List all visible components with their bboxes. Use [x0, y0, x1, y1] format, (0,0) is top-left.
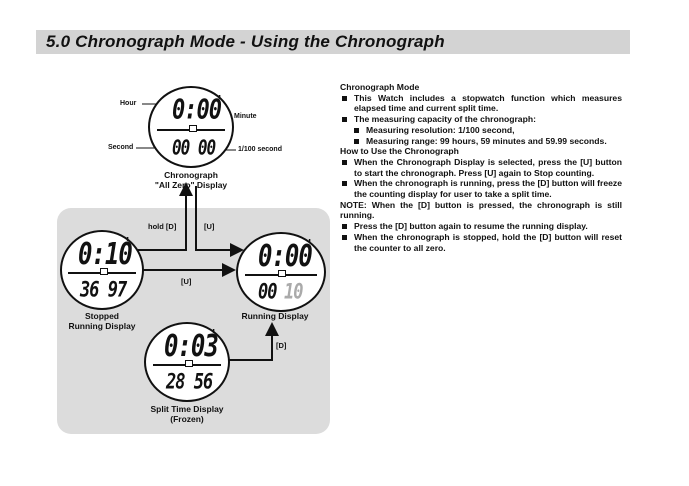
zero-top-digits: 0:00: [172, 94, 222, 127]
watch-running: 0:00 ' 00 10: [236, 232, 326, 312]
zero-top-sup: ': [216, 92, 223, 110]
bullet-range: Measuring range: 99 hours, 59 minutes an…: [340, 136, 622, 147]
caption-chrono-zero: Chronograph "All Zero" Display: [154, 170, 228, 190]
mode-list: This Watch includes a stopwatch function…: [340, 93, 622, 147]
usage-list: When the Chronograph Display is selected…: [340, 157, 622, 200]
caption-stopped: Stopped Running Display: [68, 311, 136, 331]
heading-chronograph-mode: Chronograph Mode: [340, 82, 420, 92]
label-hundredth: 1/100 second: [238, 146, 282, 153]
split-bottom-digits: 28 56: [166, 369, 213, 395]
chronograph-diagram: 0:00 ' 00 00 Hour Minute Second 1/100 se…: [0, 0, 340, 486]
bullet-capacity: The measuring capacity of the chronograp…: [340, 114, 622, 125]
running-top-sup: ': [306, 236, 313, 254]
label-hold-d: hold [D]: [148, 222, 177, 231]
split-top-sup: ': [210, 326, 217, 344]
caption-split: Split Time Display (Frozen): [150, 404, 224, 424]
label-hour: Hour: [120, 100, 137, 107]
caption-running: Running Display: [241, 311, 309, 321]
label-u-mid: [U]: [181, 277, 192, 286]
note-text: NOTE: When the [D] button is pressed, th…: [340, 199, 622, 221]
bullet-reset: When the chronograph is stopped, hold th…: [340, 232, 622, 253]
bullet-split: When the chronograph is running, press t…: [340, 178, 622, 199]
label-u-top: [U]: [204, 222, 215, 231]
instructions-text: Chronograph Mode This Watch includes a s…: [340, 82, 622, 253]
label-minute: Minute: [234, 113, 257, 120]
resume-list: Press the [D] button again to resume the…: [340, 221, 622, 253]
label-second: Second: [108, 144, 134, 151]
heading-how-to-use: How to Use the Chronograph: [340, 146, 459, 157]
watch-split: 0:03 ' 28 56: [144, 322, 230, 402]
running-bottom-dim-digits: 10: [284, 279, 304, 305]
running-top-digits: 0:00: [258, 238, 313, 274]
running-bottom-digits: 00: [258, 279, 278, 305]
stopped-bottom-digits: 36 97: [80, 277, 127, 303]
split-top-digits: 0:03: [164, 328, 219, 364]
bullet-resolution: Measuring resolution: 1/100 second,: [340, 125, 622, 136]
stopped-top-sup: ': [124, 234, 131, 252]
section-header: 5.0 Chronograph Mode - Using the Chronog…: [36, 30, 630, 54]
section-title: 5.0 Chronograph Mode - Using the Chronog…: [46, 32, 445, 51]
bullet-resume: Press the [D] button again to resume the…: [340, 221, 622, 232]
label-d-right: [D]: [276, 341, 287, 350]
bullet-start: When the Chronograph Display is selected…: [340, 157, 622, 178]
watch-all-zero: 0:00 ' 00 00: [148, 86, 234, 168]
zero-bottom-digits: 00 00: [172, 135, 216, 160]
watch-stopped: 0:10 ' 36 97: [60, 230, 144, 310]
stopped-top-digits: 0:10: [78, 236, 133, 272]
bullet-includes: This Watch includes a stopwatch function…: [340, 93, 622, 114]
